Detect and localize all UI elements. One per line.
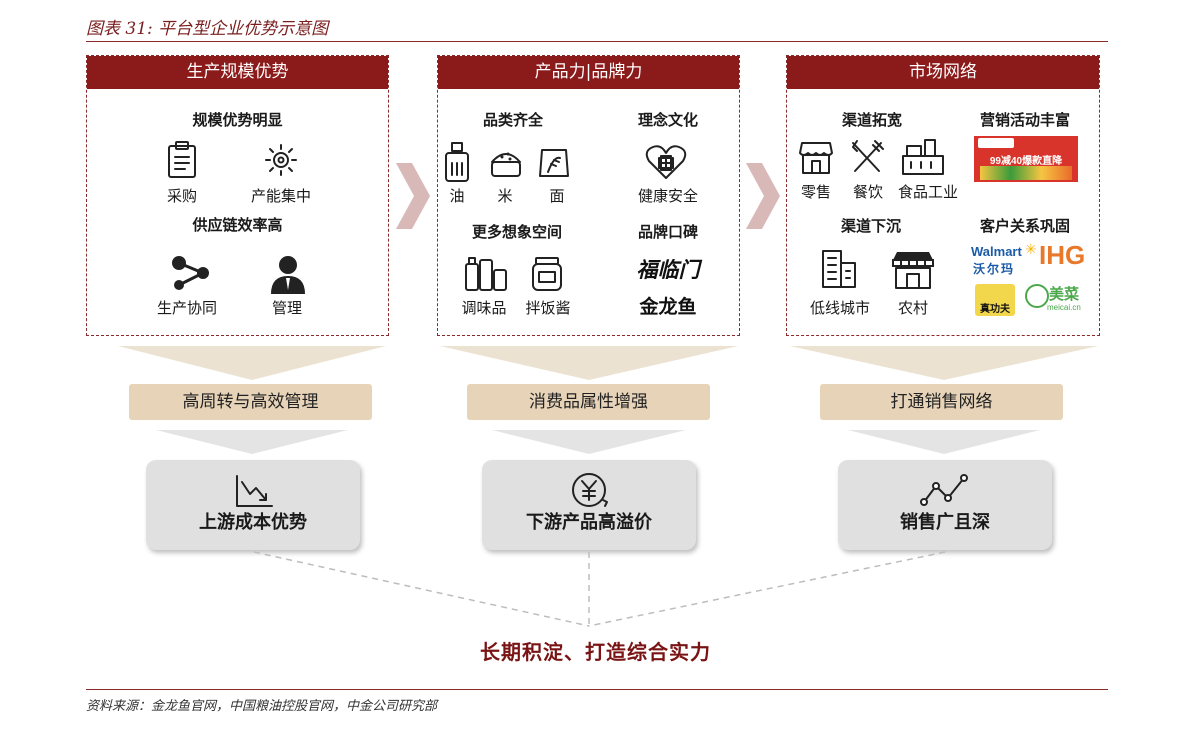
meicai-logo: 美菜	[1049, 285, 1080, 303]
group-heading: 品牌口碑	[637, 223, 698, 241]
item-label: 生产协同	[156, 299, 217, 317]
share-network-icon	[172, 256, 209, 290]
result-box: 销售广且深	[838, 460, 1052, 550]
funnel-wedge	[492, 430, 686, 454]
dashed-line	[588, 551, 946, 627]
panel-product-brand: 产品力|品牌力 品类齐全 理念文化 油 米 面 健康安全 更多想象空间 品牌口碑…	[437, 55, 740, 336]
fork-knife-icon	[852, 140, 884, 172]
convergence-lines	[253, 551, 946, 627]
chevron-right-icon	[396, 163, 430, 229]
dashed-line	[253, 551, 590, 627]
ihg-logo: IHG	[1039, 240, 1086, 270]
source-note: 资料来源：金龙鱼官网，中国粮油控股官网，中金公司研究部	[86, 699, 438, 714]
brand-logo-fulinmen: 福临门	[636, 257, 700, 282]
walmart-spark-icon: ✳	[1025, 242, 1037, 258]
flour-sack-icon	[539, 149, 569, 177]
item-label: 米	[497, 187, 513, 205]
item-label: 零售	[800, 183, 831, 201]
retail-store-icon	[799, 142, 833, 174]
group-heading: 渠道拓宽	[841, 111, 902, 129]
yuan-coin-icon	[572, 473, 608, 507]
meicai-domain: meicai.cn	[1047, 303, 1081, 312]
walmart-cn-logo: 沃尔玛	[973, 262, 1016, 276]
title-rule	[86, 41, 1108, 42]
walmart-logo: Walmart	[971, 244, 1022, 259]
rice-bowl-icon	[491, 152, 521, 177]
downtrend-chart-icon	[236, 475, 273, 507]
item-label: 拌饭酱	[525, 299, 571, 317]
item-label: 餐饮	[852, 183, 883, 201]
panel-production-scale: 生产规模优势 规模优势明显 采购 产能集中 供应链效率高 生产协同 管理	[86, 55, 389, 336]
city-buildings-icon	[822, 250, 856, 288]
funnel-wedge	[440, 346, 738, 380]
result-label: 下游产品高溢价	[526, 512, 652, 533]
group-heading: 规模优势明显	[192, 111, 283, 129]
oil-bottle-icon	[445, 142, 469, 182]
outcome-box: 打通销售网络	[820, 384, 1063, 420]
item-label: 健康安全	[637, 187, 698, 205]
item-label: 油	[449, 187, 465, 205]
outcome-box: 消费品属性增强	[467, 384, 710, 420]
funnel-wedges	[118, 346, 1098, 380]
result-label: 销售广且深	[900, 512, 990, 533]
clipboard-icon	[168, 141, 196, 178]
zhengongfu-logo: 真功夫	[975, 284, 1015, 316]
sauce-jar-icon	[532, 257, 562, 291]
gear-network-icon	[265, 144, 297, 176]
panel-title: 市场网络	[787, 56, 1099, 89]
item-label: 管理	[271, 299, 302, 317]
funnel-wedge	[156, 430, 348, 454]
figure-title: 图表 31: 平台型企业优势示意图	[86, 19, 329, 39]
panel-title: 产品力|品牌力	[438, 56, 739, 89]
panel-title: 生产规模优势	[87, 56, 388, 89]
promo-text: 99减40爆款直降	[989, 156, 1063, 167]
meicai-leaf-icon	[1025, 284, 1049, 308]
item-label: 产能集中	[250, 187, 311, 205]
group-heading: 更多想象空间	[471, 223, 562, 241]
group-heading: 供应链效率高	[192, 216, 283, 234]
factory-icon	[902, 139, 944, 175]
result-box: 上游成本优势	[146, 460, 360, 550]
small-wedges	[156, 430, 1040, 454]
footer-rule	[86, 689, 1108, 690]
seasoning-bottles-icon	[465, 257, 507, 291]
village-shop-icon	[892, 252, 934, 289]
item-label: 食品工业	[897, 183, 958, 201]
group-heading: 渠道下沉	[840, 217, 901, 235]
network-path-icon	[920, 474, 968, 506]
group-heading: 营销活动丰富	[979, 111, 1070, 129]
funnel-wedge	[118, 346, 386, 380]
health-heart-icon	[645, 145, 687, 179]
promo-banner-image: 99减40爆款直降	[974, 136, 1078, 182]
funnel-wedge	[848, 430, 1040, 454]
item-label: 面	[549, 187, 565, 205]
item-label: 低线城市	[809, 299, 870, 317]
chevron-right-icon	[746, 163, 780, 229]
group-heading: 客户关系巩固	[979, 217, 1070, 235]
group-heading: 品类齐全	[482, 111, 543, 129]
item-label: 采购	[166, 187, 197, 205]
conclusion-text: 长期积淀、打造综合实力	[480, 640, 711, 664]
result-label: 上游成本优势	[199, 512, 307, 533]
outcome-box: 高周转与高效管理	[129, 384, 372, 420]
brand-logo-jinlongyu: 金龙鱼	[639, 296, 697, 318]
manager-person-icon	[271, 256, 305, 294]
group-heading: 理念文化	[637, 111, 698, 129]
item-label: 农村	[897, 299, 928, 317]
funnel-wedge	[790, 346, 1098, 380]
item-label: 调味品	[461, 299, 507, 317]
panel-market-network: 市场网络 渠道拓宽 营销活动丰富 零售 餐饮 食品工业 99减40爆款直降 渠道…	[786, 55, 1100, 336]
result-box: 下游产品高溢价	[482, 460, 696, 550]
